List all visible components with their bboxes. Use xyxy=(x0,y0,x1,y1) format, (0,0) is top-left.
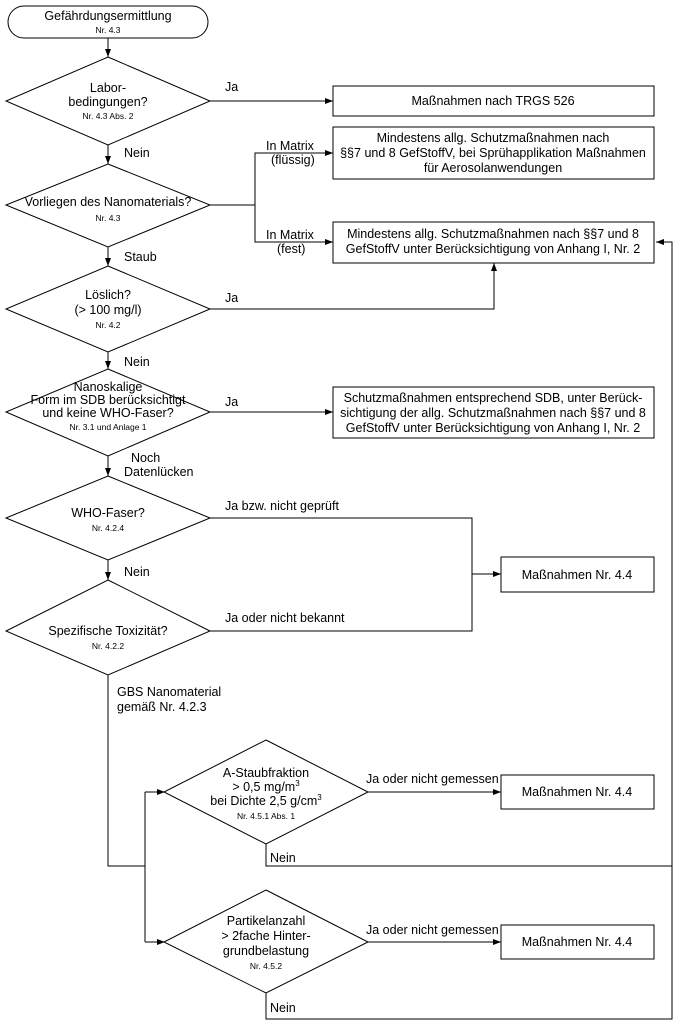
fest-line1: Mindestens allg. Schutzmaßnahmen nach §§… xyxy=(347,227,639,241)
label-matrix-fest-2: (fest) xyxy=(277,242,305,256)
decision-laborbedingungen: Labor- bedingungen? Nr. 4.3 Abs. 2 xyxy=(4,56,212,146)
sdb-box-line1: Schutzmaßnahmen entsprechend SDB, unter … xyxy=(344,391,643,405)
label-astaub-nein: Nein xyxy=(270,851,296,865)
loeslich-line1: Löslich? xyxy=(85,288,131,302)
decision-loeslich: Löslich? (> 100 mg/l) Nr. 4.2 xyxy=(4,265,212,353)
astaub-ref: Nr. 4.5.1 Abs. 1 xyxy=(237,811,295,821)
decision-a-staubfraktion: A-Staubfraktion > 0,5 mg/m3 bei Dichte 2… xyxy=(162,739,370,845)
labor-line1: Labor- xyxy=(90,81,126,95)
fluessig-line3: für Aerosolanwendungen xyxy=(424,161,562,175)
sdb-line3: und keine WHO-Faser? xyxy=(42,406,173,420)
label-who-ja: Ja bzw. nicht geprüft xyxy=(225,499,339,513)
label-tox-ja: Ja oder nicht bekannt xyxy=(225,611,345,625)
labor-ref: Nr. 4.3 Abs. 2 xyxy=(82,111,133,121)
who-ref: Nr. 4.2.4 xyxy=(92,523,124,533)
start-ref: Nr. 4.3 xyxy=(95,25,120,35)
partikel-line1: Partikelanzahl xyxy=(227,914,306,928)
edge-tox-ja xyxy=(210,574,473,632)
connectors xyxy=(105,38,673,1020)
label-gbs-2: gemäß Nr. 4.2.3 xyxy=(117,700,207,714)
start-title: Gefährdungsermittlung xyxy=(44,9,171,23)
box-matrix-fluessig: Mindestens allg. Schutzmaßnahmen nach §§… xyxy=(332,126,655,180)
decision-who-faser: WHO-Faser? Nr. 4.2.4 xyxy=(4,475,212,561)
who-line1: WHO-Faser? xyxy=(71,506,145,520)
box-massnahmen-44-c: Maßnahmen Nr. 4.4 xyxy=(500,924,655,960)
edge-astaub-nein xyxy=(265,844,672,867)
label-labor-ja: Ja xyxy=(225,80,238,94)
tox-ref: Nr. 4.2.2 xyxy=(92,641,124,651)
box-massnahmen-44-b: Maßnahmen Nr. 4.4 xyxy=(500,774,655,810)
decision-vorliegen: Vorliegen des Nanomaterials? Nr. 4.3 xyxy=(4,163,212,248)
decision-partikelanzahl: Partikelanzahl > 2fache Hinter- grundbel… xyxy=(162,889,370,994)
astaub-line2: > 0,5 mg/m3 xyxy=(232,779,300,794)
edge-matrix-fluessig xyxy=(210,150,333,206)
loeslich-ref: Nr. 4.2 xyxy=(95,320,120,330)
edge-labels: Ja Nein In Matrix (flüssig) In Matrix (f… xyxy=(117,80,499,1015)
sdb-ref: Nr. 3.1 und Anlage 1 xyxy=(69,422,146,432)
fest-line2: GefStoffV unter Berücksichtigung von Anh… xyxy=(346,242,640,256)
vorliegen-line1: Vorliegen des Nanomaterials? xyxy=(25,195,192,209)
sdb-line1: Nanoskalige xyxy=(74,380,143,394)
m44c-text: Maßnahmen Nr. 4.4 xyxy=(522,935,633,949)
box-trgs-526: Maßnahmen nach TRGS 526 xyxy=(332,85,655,117)
astaub-line3: bei Dichte 2,5 g/cm3 xyxy=(210,793,322,808)
label-sdb-noch-1: Noch xyxy=(131,451,160,465)
label-partikel-nein: Nein xyxy=(270,1001,296,1015)
trgs-text: Maßnahmen nach TRGS 526 xyxy=(411,94,574,108)
astaub-line1: A-Staubfraktion xyxy=(223,766,309,780)
label-labor-nein: Nein xyxy=(124,146,150,160)
box-massnahmen-44-a: Maßnahmen Nr. 4.4 xyxy=(500,556,655,593)
box-sdb-massnahmen: Schutzmaßnahmen entsprechend SDB, unter … xyxy=(332,386,655,439)
sdb-line2: Form im SDB berücksichtigt xyxy=(31,393,186,407)
label-staub: Staub xyxy=(124,250,157,264)
label-sdb-noch-2: Datenlücken xyxy=(124,465,194,479)
box-matrix-fest: Mindestens allg. Schutzmaßnahmen nach §§… xyxy=(332,221,655,264)
label-matrix-fest-1: In Matrix xyxy=(266,228,315,242)
tox-line1: Spezifische Toxizität? xyxy=(48,624,167,638)
fluessig-line1: Mindestens allg. Schutzmaßnahmen nach xyxy=(377,131,610,145)
edge-who-ja xyxy=(210,517,501,577)
sdb-box-line3: GefStoffV unter Berücksichtigung von Anh… xyxy=(346,421,640,435)
m44b-text: Maßnahmen Nr. 4.4 xyxy=(522,785,633,799)
partikel-line3: grundbelastung xyxy=(223,944,309,958)
edge-gbs xyxy=(107,675,145,867)
label-matrix-fluessig-1: In Matrix xyxy=(266,139,315,153)
vorliegen-ref: Nr. 4.3 xyxy=(95,213,120,223)
label-astaub-ja: Ja oder nicht gemessen xyxy=(366,772,499,786)
edge-matrix-fest xyxy=(254,205,333,245)
edge-loeslich-ja xyxy=(210,263,497,310)
edge-partikel-nein xyxy=(265,239,673,1020)
m44a-text: Maßnahmen Nr. 4.4 xyxy=(522,568,633,582)
start-node: Gefährdungsermittlung Nr. 4.3 xyxy=(7,5,209,39)
sdb-box-line2: sichtigung der allg. Schutzmaßnahmen nac… xyxy=(340,406,646,420)
label-sdb-ja: Ja xyxy=(225,395,238,409)
label-loeslich-ja: Ja xyxy=(225,291,238,305)
partikel-line2: > 2fache Hinter- xyxy=(221,929,310,943)
label-gbs-1: GBS Nanomaterial xyxy=(117,685,221,699)
labor-line2: bedingungen? xyxy=(68,95,147,109)
decision-toxizitaet: Spezifische Toxizität? Nr. 4.2.2 xyxy=(4,579,212,676)
fluessig-line2: §§7 und 8 GefStoffV, bei Sprühapplikatio… xyxy=(340,146,646,160)
label-matrix-fluessig-2: (flüssig) xyxy=(271,153,315,167)
label-loeslich-nein: Nein xyxy=(124,355,150,369)
partikel-ref: Nr. 4.5.2 xyxy=(250,961,282,971)
label-partikel-ja: Ja oder nicht gemessen xyxy=(366,923,499,937)
loeslich-line2: (> 100 mg/l) xyxy=(74,303,141,317)
decision-sdb: Nanoskalige Form im SDB berücksichtigt u… xyxy=(4,368,212,457)
label-who-nein: Nein xyxy=(124,565,150,579)
